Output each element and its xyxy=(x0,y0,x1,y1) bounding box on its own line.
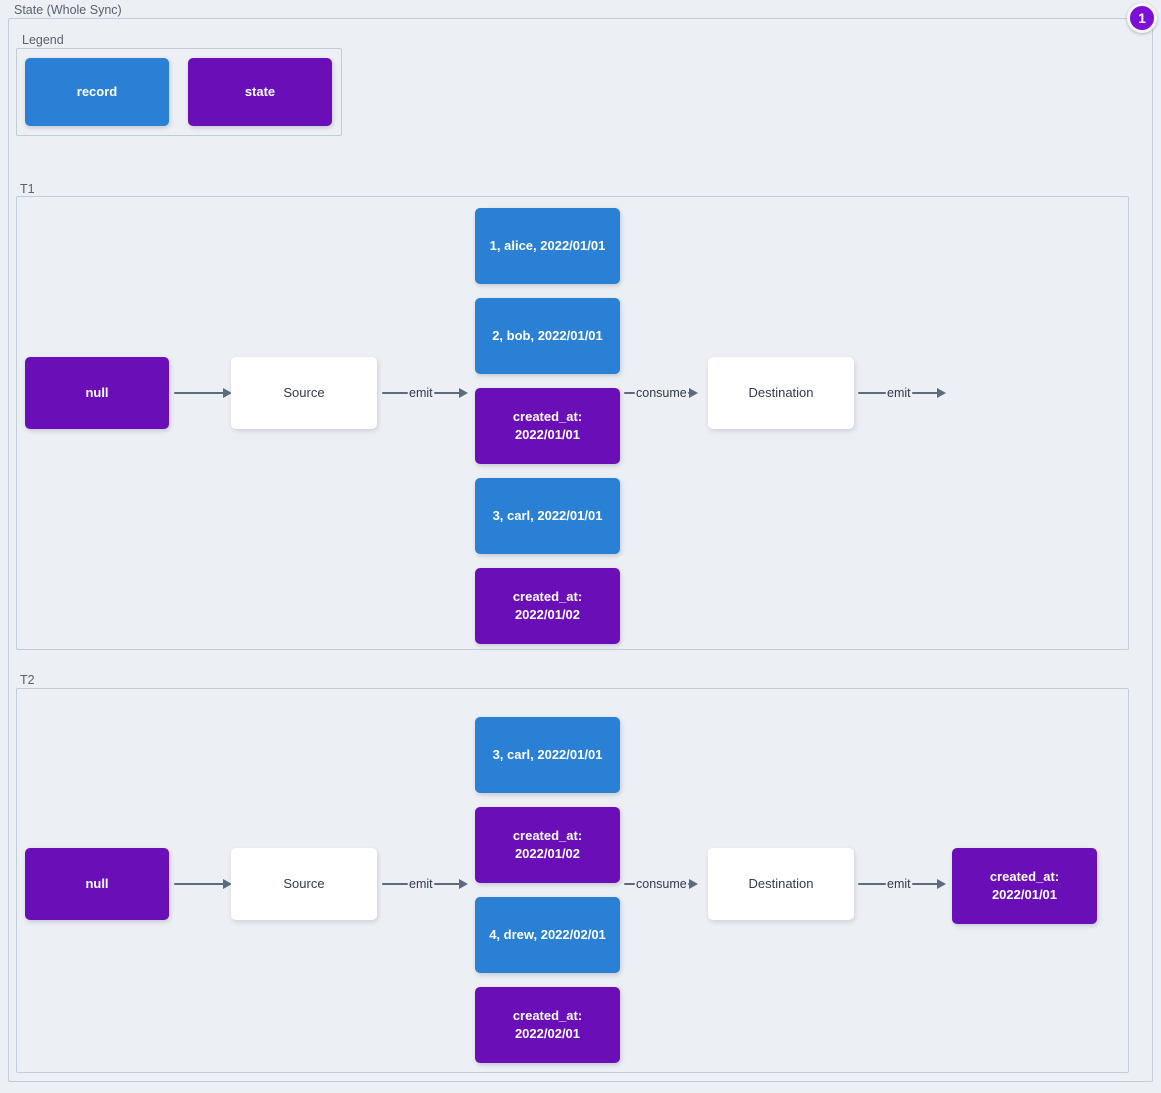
t1-message-3: 3, carl, 2022/01/01 xyxy=(475,478,620,554)
t1-edge-label-emit-source: emit xyxy=(409,386,433,400)
t2-source-node: Source xyxy=(231,848,377,920)
legend-swatch-record: record xyxy=(25,58,169,126)
t2-edge-label-consume: consume xyxy=(636,877,687,891)
t1-state-in: null xyxy=(25,357,169,429)
t2-message-0: 3, carl, 2022/01/01 xyxy=(475,717,620,793)
t1-message-1: 2, bob, 2022/01/01 xyxy=(475,298,620,374)
t1-edge-emit-source: emit xyxy=(382,383,468,403)
t1-message-0: 1, alice, 2022/01/01 xyxy=(475,208,620,284)
legend-swatch-state: state xyxy=(188,58,332,126)
t2-edge-state-to-source xyxy=(174,874,232,894)
t2-edge-label-emit-destination: emit xyxy=(887,877,911,891)
t1-edge-label-emit-destination: emit xyxy=(887,386,911,400)
t2-edge-label-emit-source: emit xyxy=(409,877,433,891)
t1-destination-node: Destination xyxy=(708,357,854,429)
t1-edge-state-to-source xyxy=(174,383,232,403)
t1-edge-consume: consume xyxy=(624,383,698,403)
t2-destination-node: Destination xyxy=(708,848,854,920)
t2-edge-emit-source: emit xyxy=(382,874,468,894)
t1-edge-label-consume: consume xyxy=(636,386,687,400)
t2-state-out: created_at: 2022/01/01 xyxy=(952,848,1097,924)
t2-edge-consume: consume xyxy=(624,874,698,894)
t1-message-4: created_at: 2022/01/02 xyxy=(475,568,620,644)
t1-message-2: created_at: 2022/01/01 xyxy=(475,388,620,464)
diagram-title: State (Whole Sync) xyxy=(12,3,124,17)
legend-title: Legend xyxy=(20,33,66,47)
t2-message-3: created_at: 2022/02/01 xyxy=(475,987,620,1063)
section-label-t1: T1 xyxy=(18,182,37,196)
t2-message-1: created_at: 2022/01/02 xyxy=(475,807,620,883)
t1-edge-emit-destination: emit xyxy=(858,383,946,403)
t2-message-2: 4, drew, 2022/02/01 xyxy=(475,897,620,973)
t2-state-in: null xyxy=(25,848,169,920)
step-badge[interactable]: 1 xyxy=(1127,3,1157,33)
t1-source-node: Source xyxy=(231,357,377,429)
t2-edge-emit-destination: emit xyxy=(858,874,946,894)
section-label-t2: T2 xyxy=(18,673,37,687)
